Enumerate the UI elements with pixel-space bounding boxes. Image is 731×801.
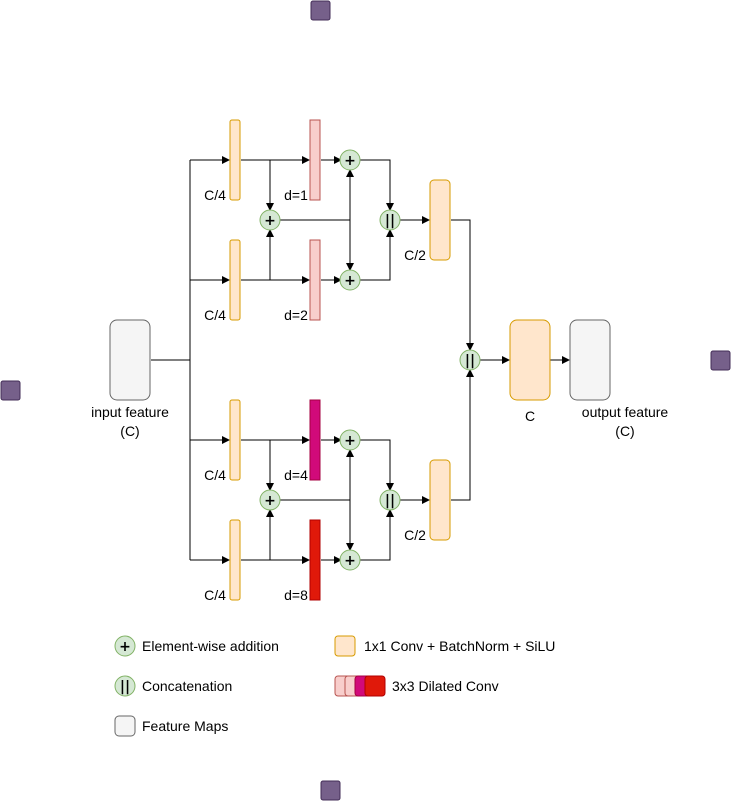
add-node: + — [339, 549, 361, 571]
add-node: + — [339, 269, 361, 291]
svg-text:||: || — [120, 679, 130, 695]
corner-marker-top — [310, 0, 331, 21]
merge-conv — [509, 319, 551, 401]
svg-text:+: + — [264, 493, 276, 509]
svg-text:+: + — [344, 153, 356, 169]
legend-feature-icon — [114, 715, 136, 737]
svg-text:||: || — [385, 493, 395, 509]
add-node: + — [339, 149, 361, 171]
concat-node: || — [459, 349, 481, 371]
svg-text:+: + — [344, 273, 356, 289]
legend: + Element-wise addition || Concatenation… — [114, 635, 555, 737]
add-node: + — [339, 429, 361, 451]
svg-text:||: || — [385, 213, 395, 229]
svg-text:+: + — [344, 433, 356, 449]
add-node: + — [259, 489, 281, 511]
output-feature-channels: (C) — [615, 423, 634, 439]
legend-conv-icon — [334, 635, 356, 657]
upper-fuse-conv — [429, 179, 451, 261]
legend-dilated-icon — [334, 675, 386, 697]
legend-concat-label: Concatenation — [142, 678, 232, 694]
svg-text:||: || — [465, 353, 475, 369]
concat-node: || — [379, 209, 401, 231]
output-feature-label: output feature — [582, 404, 669, 420]
branch-3-conv — [229, 399, 241, 481]
svg-text:+: + — [344, 553, 356, 569]
input-feature-map — [109, 319, 151, 401]
branch-4-dilation-label: d=8 — [284, 587, 308, 603]
legend-add-label: Element-wise addition — [142, 638, 279, 654]
corner-marker-bottom — [320, 780, 341, 801]
branch-2-conv-label: C/4 — [204, 307, 226, 323]
svg-text:+: + — [264, 213, 276, 229]
corner-marker-left — [0, 380, 21, 401]
branch-2-dilated-conv — [309, 239, 321, 321]
merge-conv-label: C — [525, 408, 535, 424]
concat-node: || — [379, 489, 401, 511]
branch-1-conv — [229, 119, 241, 201]
branch-3-conv-label: C/4 — [204, 467, 226, 483]
connections — [151, 156, 570, 564]
branch-4-dilated-conv — [309, 519, 321, 601]
output-feature-map — [569, 319, 611, 401]
branch-4-conv — [229, 519, 241, 601]
legend-conv-label: 1x1 Conv + BatchNorm + SiLU — [364, 638, 555, 654]
branch-1-dilated-conv — [309, 119, 321, 201]
legend-dilated-label: 3x3 Dilated Conv — [392, 678, 499, 694]
branch-1-conv-label: C/4 — [204, 187, 226, 203]
lower-fuse-conv — [429, 459, 451, 541]
input-feature-channels: (C) — [120, 423, 139, 439]
upper-fuse-label: C/2 — [404, 247, 426, 263]
branch-2-dilation-label: d=2 — [284, 307, 308, 323]
input-feature-label: input feature — [91, 404, 169, 420]
legend-feature-label: Feature Maps — [142, 718, 228, 734]
branch-3-dilation-label: d=4 — [284, 467, 308, 483]
svg-text:+: + — [119, 639, 131, 655]
branch-3-dilated-conv — [309, 399, 321, 481]
corner-marker-right — [710, 350, 731, 371]
branch-2-conv — [229, 239, 241, 321]
branch-1-dilation-label: d=1 — [284, 187, 308, 203]
add-node: + — [259, 209, 281, 231]
lower-fuse-label: C/2 — [404, 527, 426, 543]
branch-4-conv-label: C/4 — [204, 587, 226, 603]
legend-add-icon: + — [114, 635, 136, 657]
legend-concat-icon: || — [114, 675, 136, 697]
